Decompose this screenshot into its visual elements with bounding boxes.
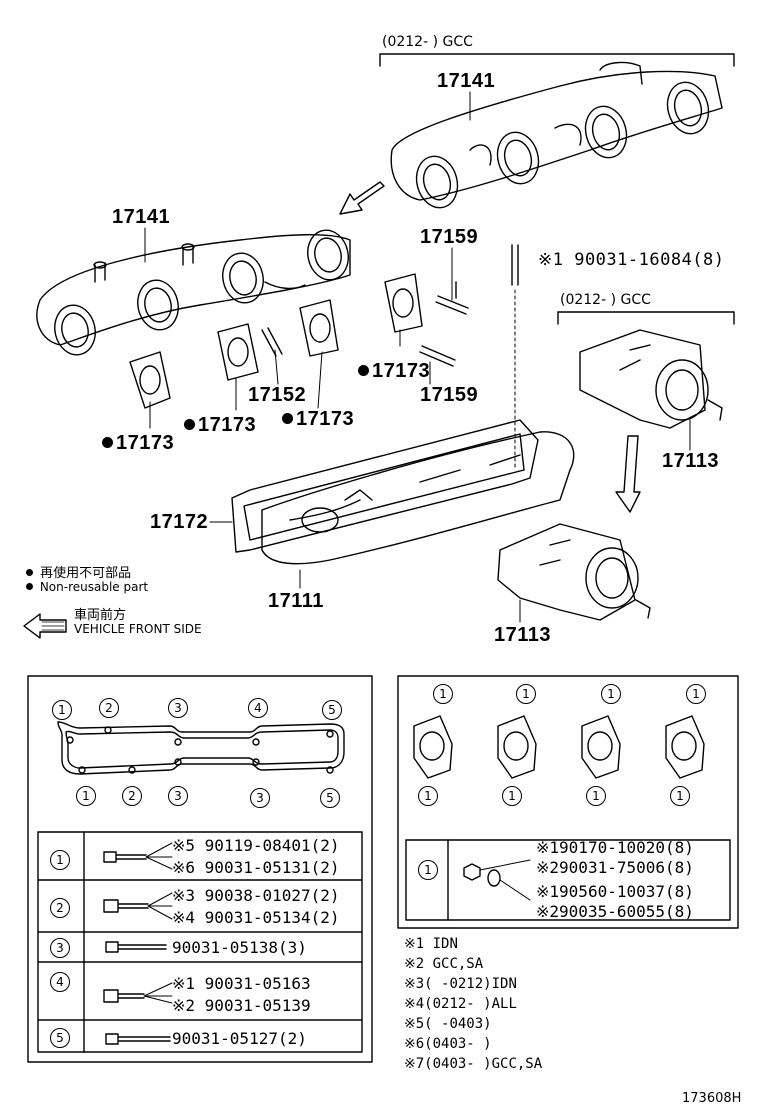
non-reusable-dot-icon [26,569,33,576]
part-17113-lower: 17113 [494,624,552,646]
exhaust-manifold-lower [36,229,351,356]
non-reusable-dot-icon [358,365,369,376]
row-1-line-1: ※5 90119-08401(2) [172,836,340,855]
non-reusable-dot-icon [282,413,293,424]
note-1: ※1 IDN [404,936,458,952]
bolt-icons [103,851,171,1045]
part-17159-upper: 17159 [420,226,479,248]
r-row-line-1: ※190170-10020(8) [536,838,694,857]
r-row-line-4: ※290035-60055(8) [536,902,694,921]
legend-front-jp: 車両前方 [74,608,127,623]
note-2: ※2 GCC,SA [404,956,484,972]
legend-front-en: VEHICLE FRONT SIDE [74,622,202,636]
r-row-pos: 1 [418,860,438,880]
note-3: ※3( -0212)IDN [404,976,517,992]
exhaust-gasket-17172 [231,419,539,553]
note-4: ※4(0212- )ALL [404,996,517,1012]
r-pos-top-1: 1 [433,684,453,704]
part-17173-a: 17173 [358,360,430,383]
note-6: ※6(0403- ) [404,1036,492,1052]
pos-marker-top-1: 1 [52,700,72,720]
exhaust-manifold-17111 [261,431,575,565]
part-17141-lower: 17141 [112,206,171,228]
row-4-line-2: ※2 90031-05139 [172,996,311,1015]
row-4-line-1: ※1 90031-05163 [172,974,311,993]
row-pos-3: 3 [50,938,70,958]
part-17141-upper: 17141 [437,70,496,92]
non-reusable-dot-icon [102,437,113,448]
r-pos-bottom-4: 1 [670,786,690,806]
range-label-right: (0212- ) GCC [560,292,651,308]
r-row-line-3: ※190560-10037(8) [536,882,694,901]
front-arrow-icon [23,613,67,639]
legend-nonreuse-en: Non-reusable part [26,580,148,594]
part-17173-d: 17173 [102,432,174,455]
row-pos-1: 1 [50,850,70,870]
pos-marker-top-3: 3 [168,698,188,718]
pos-marker-top-4: 4 [248,698,268,718]
pos-marker-bottom-3: 3 [168,786,188,806]
r-row-line-2: ※290031-75006(8) [536,858,694,877]
non-reusable-dot-icon [184,419,195,430]
row-pos-4: 4 [50,972,70,992]
r-pos-top-4: 1 [686,684,706,704]
row-pos-2: 2 [50,898,70,918]
left-detail-box [27,675,373,1063]
r-pos-top-3: 1 [601,684,621,704]
range-label-top: (0212- ) GCC [382,34,473,50]
part-17173-c: 17173 [184,414,256,437]
pos-marker-bottom-5: 5 [320,788,340,808]
r-pos-top-2: 1 [516,684,536,704]
leader-lines [144,91,691,623]
range-bracket-right [557,311,735,325]
gasket-17173-group [129,273,423,409]
pos-marker-top-2: 2 [99,698,119,718]
exhaust-outlet-17113-upper [579,329,723,429]
row-5-line-1: 90031-05127(2) [172,1029,307,1048]
row-2-line-1: ※3 90038-01027(2) [172,886,340,905]
part-17173-b: 17173 [282,408,354,431]
arrow-upper-to-lower [339,181,385,215]
non-reusable-dot-icon [26,583,33,590]
row-1-line-2: ※6 90031-05131(2) [172,858,340,877]
exhaust-manifold-upper [390,61,723,209]
row-2-line-2: ※4 90031-05134(2) [172,908,340,927]
part-17113-upper: 17113 [662,450,720,472]
note-7: ※7(0403- )GCC,SA [404,1056,543,1072]
part-17111: 17111 [268,590,324,612]
pos-marker-bottom-4: 3 [250,788,270,808]
legend-nonreuse-jp: 再使用不可部品 [26,562,131,581]
row-3-line-1: 90031-05138(3) [172,938,307,957]
arrow-down [615,435,641,513]
part-17152: 17152 [248,384,307,406]
range-bracket-top [379,53,735,67]
part-17172: 17172 [150,511,209,533]
right-detail-box [397,675,739,929]
pos-marker-bottom-2: 2 [122,786,142,806]
r-pos-bottom-1: 1 [418,786,438,806]
figure-id: 173608H [682,1091,742,1106]
r-pos-bottom-2: 1 [502,786,522,806]
pos-marker-bottom-1: 1 [76,786,96,806]
exhaust-outlet-17113-lower [497,523,651,621]
r-pos-bottom-3: 1 [586,786,606,806]
gasket-shapes [413,715,705,779]
stud-bolts [261,244,519,367]
part-17159-lower: 17159 [420,384,479,406]
note-5: ※5( -0403) [404,1016,492,1032]
pos-marker-top-5: 5 [322,700,342,720]
stud-note: ※1 90031-16084(8) [538,250,725,270]
row-pos-5: 5 [50,1028,70,1048]
